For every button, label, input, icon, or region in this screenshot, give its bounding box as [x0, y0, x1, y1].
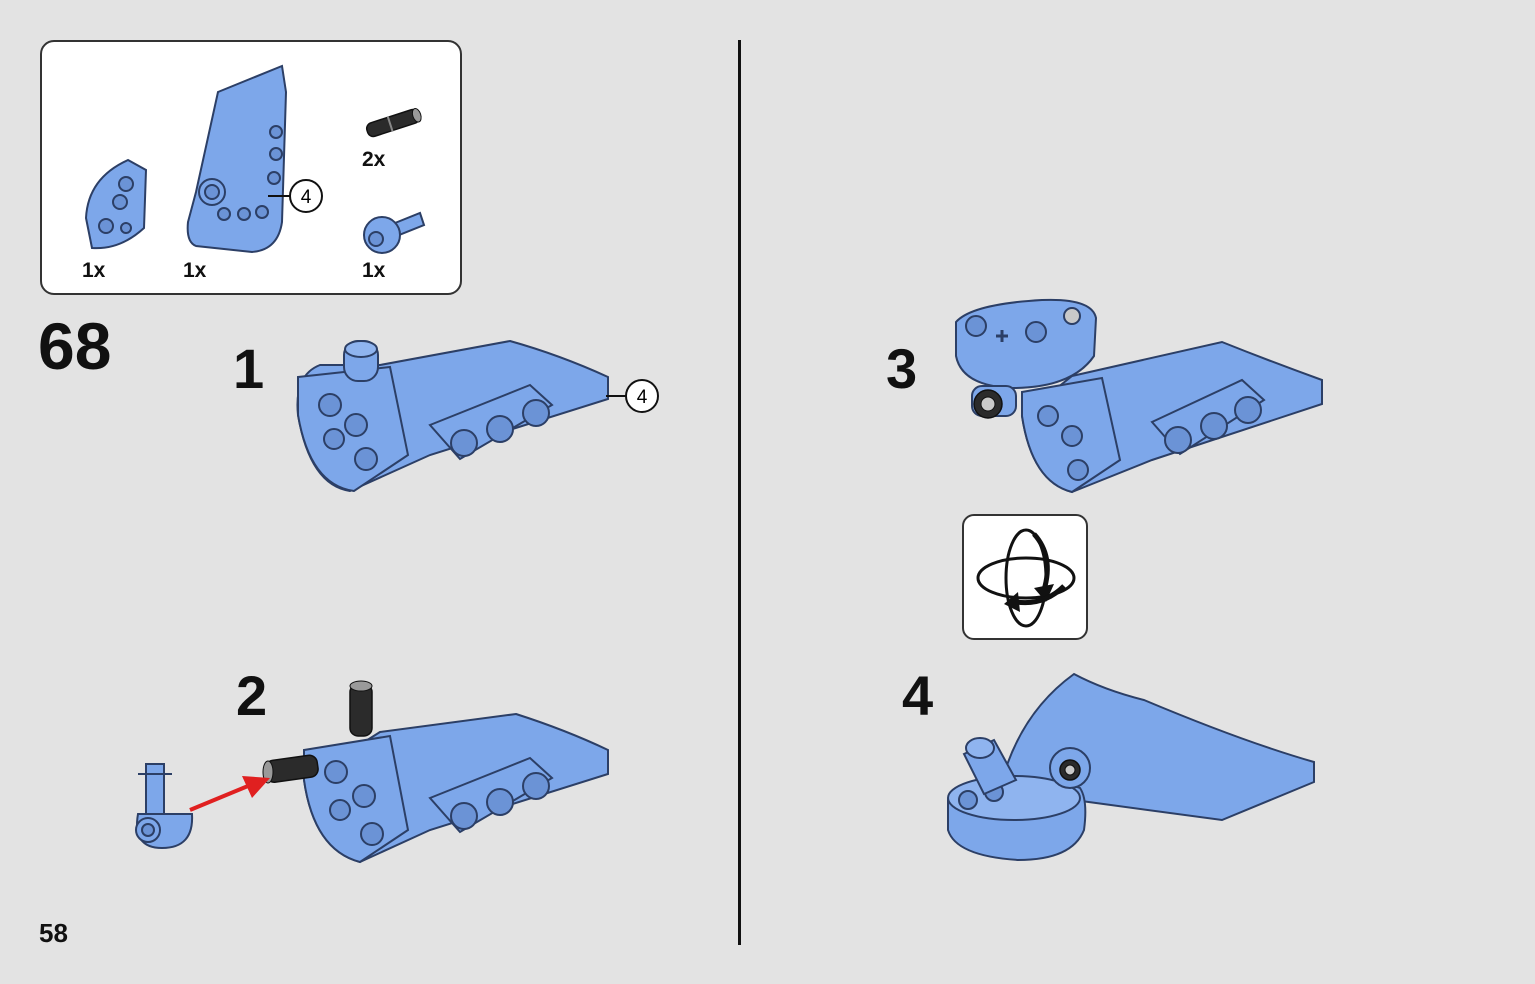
axle-connector-part	[135, 763, 194, 850]
callout-number: 4	[301, 187, 312, 208]
callout-connector: 4	[606, 379, 659, 413]
rotate-model-icon	[976, 528, 1076, 628]
substep-number: 2	[236, 664, 268, 727]
substep-1-assembly	[296, 339, 609, 493]
parts-list-box: 1x 4 1x 2x 1x	[40, 40, 462, 295]
substep-2-assembly	[262, 680, 609, 864]
part-quantity: 2x	[362, 148, 386, 171]
step-number: 68	[38, 309, 112, 383]
part-fairing-panel	[186, 64, 288, 254]
part-axle-connector	[363, 211, 426, 254]
callout-connector: 4	[268, 179, 323, 213]
substep-number: 1	[233, 337, 265, 400]
part-quantity: 1x	[82, 259, 106, 282]
rotate-model-callout	[962, 514, 1088, 640]
substep-number: 3	[886, 337, 918, 400]
part-quantity: 1x	[362, 259, 386, 282]
part-black-pin	[365, 108, 422, 138]
substep-3-assembly	[955, 298, 1323, 494]
red-insert-arrow	[189, 776, 270, 812]
callout-number: 4	[637, 387, 648, 408]
part-curved-beam	[84, 158, 148, 250]
part-quantity: 1x	[183, 259, 207, 282]
substep-4-assembly	[947, 672, 1315, 862]
substep-number: 4	[902, 664, 934, 727]
column-divider	[738, 40, 741, 945]
page-number: 58	[39, 918, 68, 948]
